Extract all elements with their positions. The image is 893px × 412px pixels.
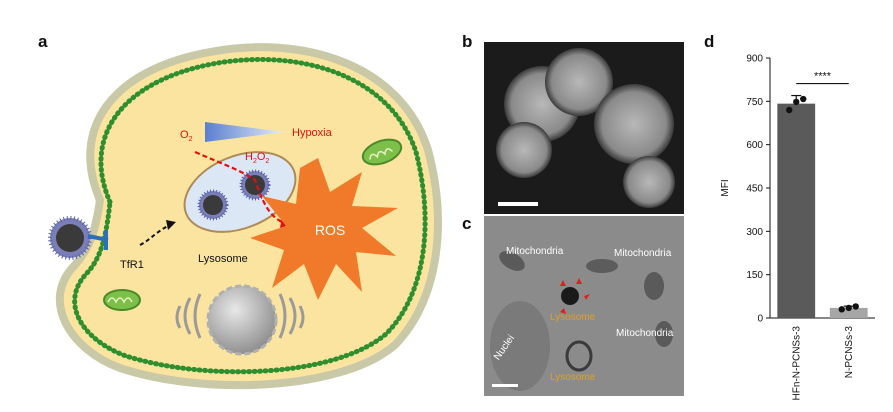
tem-image-cell: Mitochondria Mitochondria Mitochondria L…: [484, 216, 684, 396]
hypoxia-gradient-wedge: [205, 122, 285, 142]
hypoxia-label: Hypoxia: [292, 127, 333, 139]
o2-diffusion-arrow: [194, 150, 283, 223]
lysosome-label-1: Lysosome: [550, 312, 596, 323]
mitochondria-label-1: Mitochondria: [506, 246, 564, 257]
scale-bar-b: [498, 202, 538, 206]
y-tick-label-4: 600: [746, 140, 763, 151]
tfr1-label: TfR1: [120, 259, 144, 271]
y-tick-label-2: 300: [746, 227, 763, 238]
golgi-er-stacks: [175, 293, 305, 339]
mitochondria-label-3: Mitochondria: [616, 328, 674, 339]
bar-0: [777, 103, 816, 319]
data-point-0-0: [786, 106, 793, 114]
category-label-0: HFn-N-PCNSs-3: [791, 326, 802, 401]
panel-label-a: a: [38, 32, 48, 51]
mitochondrion-bottom: [103, 289, 141, 311]
category-label-1: N-PCNSs-3: [844, 326, 855, 379]
y-tick-label-1: 150: [746, 270, 763, 281]
y-tick-label-3: 450: [746, 184, 763, 195]
ros-burst: [250, 158, 398, 300]
panel-label-d: d: [704, 32, 715, 51]
bar-1: [829, 307, 868, 318]
panel-label-b: b: [462, 32, 473, 51]
scale-bar-c: [492, 384, 518, 387]
uptake-arrowhead: [166, 220, 176, 230]
mitochondria-label-2: Mitochondria: [614, 248, 672, 259]
y-axis-label: MFI: [720, 179, 731, 196]
y-tick-label-0: 0: [757, 314, 763, 325]
nanoparticle-in-lysosome-1: [197, 189, 229, 221]
y-tick-label-6: 900: [746, 54, 763, 65]
lysosome-label: Lysosome: [198, 253, 248, 265]
data-point-0-1: [793, 98, 800, 106]
panel-label-c: c: [462, 214, 472, 233]
nanoparticle-outside: [48, 216, 92, 260]
data-point-1-0: [838, 306, 845, 313]
mitochondrion-top: [361, 138, 403, 166]
tem-image-nanoparticles: [484, 42, 684, 214]
cell-schematic: O2 Hypoxia H2O2 ROS: [48, 43, 442, 390]
significance-label: ****: [814, 71, 832, 83]
data-point-1-2: [852, 303, 859, 310]
h2o2-label: H2O2: [245, 151, 269, 165]
data-point-0-2: [800, 95, 807, 103]
nanoparticle-in-lysosome-2: [239, 169, 271, 201]
tfr1-receptor: [87, 230, 109, 250]
ros-label: ROS: [315, 222, 345, 238]
uptake-arrow: [139, 225, 169, 246]
nucleus: [206, 284, 278, 356]
data-point-1-1: [845, 304, 852, 312]
lysosome-label-2: Lysosome: [550, 372, 596, 383]
o2-label: O2: [180, 129, 193, 143]
y-tick-label-5: 750: [746, 97, 763, 108]
